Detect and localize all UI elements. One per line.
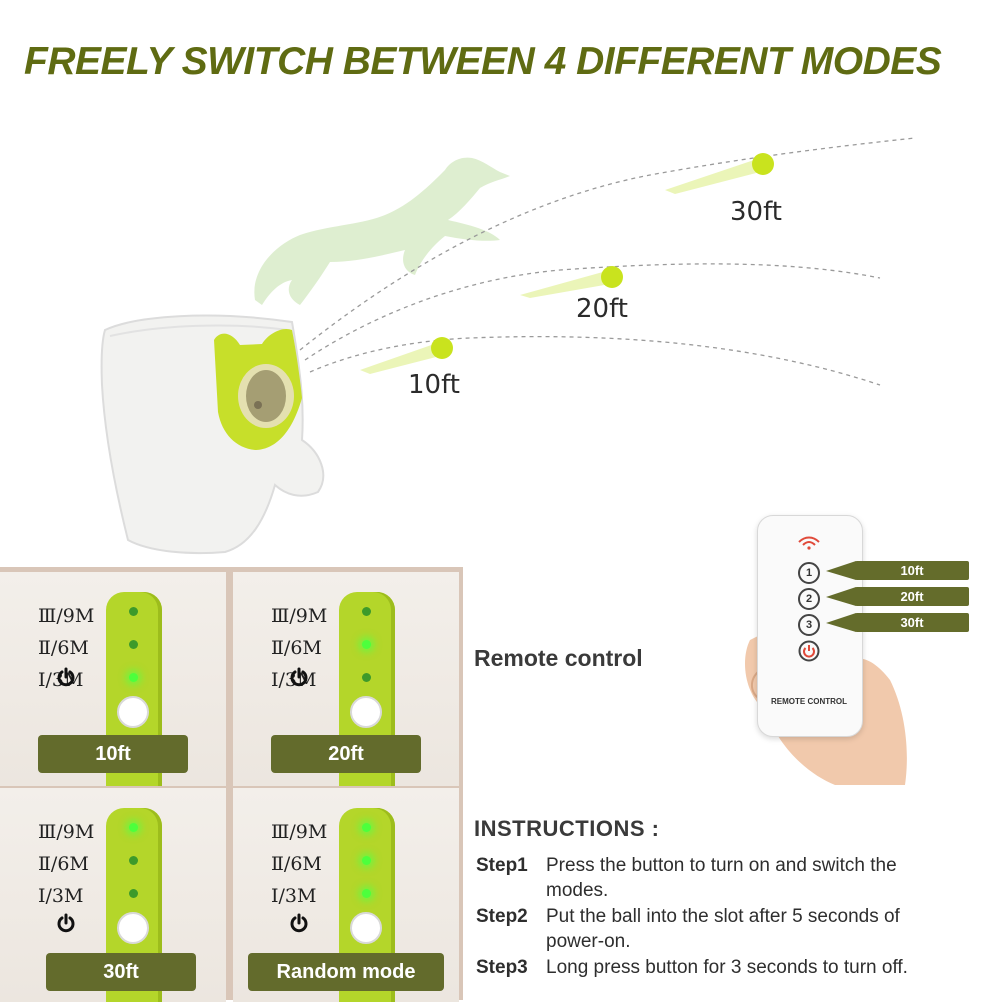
mode-panel-30ft: Ⅲ/9M Ⅱ/6M Ⅰ/3M 30ft xyxy=(0,788,226,1002)
headline: FREELY SWITCH BETWEEN 4 DIFFERENT MODES xyxy=(24,40,942,83)
mode-panel-20ft: Ⅲ/9M Ⅱ/6M Ⅰ/3M 20ft xyxy=(233,572,459,786)
level-label-3m: Ⅰ/3M xyxy=(271,885,317,907)
remote-button-1: 1 xyxy=(798,562,820,584)
led-9m xyxy=(129,823,138,832)
trajectory-10ft xyxy=(309,335,881,386)
ball-20ft xyxy=(601,266,623,288)
remote-control-heading: Remote control xyxy=(474,645,643,671)
tag-arrows xyxy=(826,561,856,632)
level-label-6m: Ⅱ/6M xyxy=(271,637,322,659)
level-label-9m: Ⅲ/9M xyxy=(38,821,95,843)
power-icon xyxy=(57,667,75,687)
led-3m xyxy=(129,673,138,682)
trajectory-30ft xyxy=(299,137,916,351)
distance-label-10ft: 10ft xyxy=(408,370,460,400)
level-label-6m: Ⅱ/6M xyxy=(271,853,322,875)
power-icon xyxy=(57,913,75,933)
instruction-step-2: Step2 Put the ball into the slot after 5 … xyxy=(476,904,996,954)
trajectory-20ft xyxy=(304,263,881,361)
level-label-6m: Ⅱ/6M xyxy=(38,637,89,659)
remote-device-label: REMOTE CONTROL xyxy=(771,697,847,706)
level-label-6m: Ⅱ/6M xyxy=(38,853,89,875)
mode-button xyxy=(350,696,382,728)
led-3m xyxy=(362,889,371,898)
remote-button-3: 3 xyxy=(798,614,820,636)
level-label-9m: Ⅲ/9M xyxy=(271,821,328,843)
power-icon xyxy=(290,913,308,933)
level-label-9m: Ⅲ/9M xyxy=(38,605,95,627)
distance-label-30ft: 30ft xyxy=(730,197,782,227)
remote-tag-30ft: 30ft xyxy=(855,613,969,632)
mode-button xyxy=(350,912,382,944)
step-text: Long press button for 3 seconds to turn … xyxy=(546,957,908,978)
led-6m xyxy=(362,856,371,865)
step-text-continued: power-on. xyxy=(546,931,631,952)
remote-button-2: 2 xyxy=(798,588,820,610)
ball-10ft xyxy=(431,337,453,359)
mode-panel-random: Ⅲ/9M Ⅱ/6M Ⅰ/3M Random mode xyxy=(233,788,459,1002)
led-3m xyxy=(362,673,371,682)
led-9m xyxy=(362,607,371,616)
level-label-3m: Ⅰ/3M xyxy=(38,885,84,907)
mode-label: 10ft xyxy=(38,735,188,773)
mode-panel-10ft: Ⅲ/9M Ⅱ/6M Ⅰ/3M 10ft xyxy=(0,572,226,786)
step-text: Put the ball into the slot after 5 secon… xyxy=(546,906,900,927)
led-6m xyxy=(129,640,138,649)
led-6m xyxy=(129,856,138,865)
remote-power-icon xyxy=(798,640,820,662)
power-icon xyxy=(290,667,308,687)
remote-tag-20ft: 20ft xyxy=(855,587,969,606)
distance-label-20ft: 20ft xyxy=(576,294,628,324)
step-text: Press the button to turn on and switch t… xyxy=(546,855,897,876)
step-number: Step1 xyxy=(476,855,528,876)
step-text-continued: modes. xyxy=(546,880,609,901)
mode-button xyxy=(117,912,149,944)
step-number: Step3 xyxy=(476,957,528,978)
instructions-title: INSTRUCTIONS : xyxy=(474,816,660,841)
instruction-step-3: Step3 Long press button for 3 seconds to … xyxy=(476,955,996,980)
led-9m xyxy=(129,607,138,616)
level-label-9m: Ⅲ/9M xyxy=(271,605,328,627)
step-number: Step2 xyxy=(476,906,528,927)
dog-silhouette xyxy=(254,157,510,305)
remote-tag-10ft: 10ft xyxy=(855,561,969,580)
mode-button xyxy=(117,696,149,728)
signal-icon xyxy=(798,536,820,550)
mode-label: Random mode xyxy=(248,953,444,991)
instruction-step-1: Step1 Press the button to turn on and swi… xyxy=(476,853,996,903)
mode-label: 30ft xyxy=(46,953,196,991)
ball-30ft xyxy=(752,153,774,175)
led-9m xyxy=(362,823,371,832)
led-3m xyxy=(129,889,138,898)
launcher-illustration xyxy=(100,137,916,555)
led-6m xyxy=(362,640,371,649)
mode-label: 20ft xyxy=(271,735,421,773)
